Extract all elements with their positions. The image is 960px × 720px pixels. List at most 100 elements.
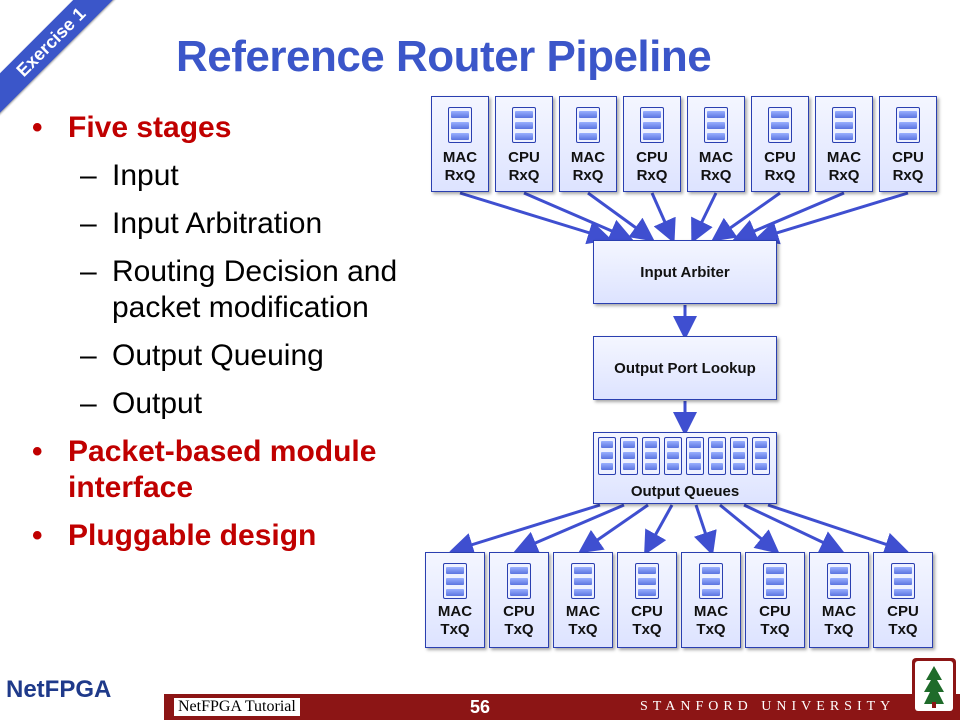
queue-icon xyxy=(768,107,792,143)
queue-slot xyxy=(515,122,533,129)
sub-bullet-text: Output Queuing xyxy=(112,339,324,372)
queue-slot xyxy=(601,441,613,448)
rx-queue-label-top: MAC xyxy=(442,149,478,166)
queue-slot xyxy=(830,578,848,585)
queue-slot xyxy=(711,441,723,448)
output-queue-icon xyxy=(620,437,638,475)
queue-slot xyxy=(638,567,656,574)
tx-queue-label-top: CPU xyxy=(503,603,535,620)
queue-slot xyxy=(733,463,745,470)
queue-slot xyxy=(771,122,789,129)
footer-tutorial: NetFPGA Tutorial xyxy=(174,698,300,716)
tx-queue-label-bottom: TxQ xyxy=(760,621,790,638)
rx-to-arbiter-arrow xyxy=(459,191,612,245)
queue-slot xyxy=(689,463,701,470)
queue-slot xyxy=(899,111,917,118)
queues-to-tx-arrow xyxy=(644,504,674,556)
queue-slot xyxy=(711,463,723,470)
tx-queue-label-bottom: TxQ xyxy=(632,621,662,638)
netfpga-logo-text: NetFPGA xyxy=(6,676,112,703)
tree-icon xyxy=(915,661,953,711)
sub-bullet-text: Input xyxy=(112,159,179,192)
tx-queue-label-top: MAC xyxy=(437,603,473,620)
rx-to-arbiter-arrow xyxy=(523,191,634,242)
queue-slot xyxy=(707,122,725,129)
queue-slot xyxy=(755,463,767,470)
output-queue-icon xyxy=(686,437,704,475)
queues-to-tx-arrow xyxy=(719,503,780,554)
rx-queue-label-bottom: RxQ xyxy=(444,167,476,184)
queue-icon xyxy=(635,563,659,599)
bullet-dot: • xyxy=(32,519,43,552)
queue-slot xyxy=(894,567,912,574)
queue-icon xyxy=(512,107,536,143)
queue-icon xyxy=(507,563,531,599)
queue-icon xyxy=(443,563,467,599)
queue-slot xyxy=(515,133,533,140)
queue-slot xyxy=(451,122,469,129)
bullet-list: • Five stages –Input –Input Arbitration … xyxy=(32,110,502,566)
queue-slot xyxy=(707,133,725,140)
queue-icon xyxy=(763,563,787,599)
tx-queue-label-top: MAC xyxy=(565,603,601,620)
queue-slot xyxy=(446,567,464,574)
queue-slot xyxy=(835,133,853,140)
queue-slot xyxy=(733,452,745,459)
output-queue-icon xyxy=(730,437,748,475)
bullet-dot: • xyxy=(32,111,43,144)
queue-slot xyxy=(755,441,767,448)
rx-queue-label-top: CPU xyxy=(892,149,924,166)
queue-slot xyxy=(702,567,720,574)
page-number: 56 xyxy=(470,697,491,717)
rx-queue-label-bottom: RxQ xyxy=(636,167,668,184)
queue-icon xyxy=(576,107,600,143)
sub-bullet-input: –Input xyxy=(80,159,179,192)
queue-slot xyxy=(510,589,528,596)
stanford-tree-logo xyxy=(912,658,956,714)
rx-queue-label-top: MAC xyxy=(570,149,606,166)
rx-to-arbiter-arrow xyxy=(587,191,655,242)
rx-queue-label-top: MAC xyxy=(826,149,862,166)
bullet-text: Packet-based module interface xyxy=(68,435,377,504)
tx-queue-label-bottom: TxQ xyxy=(568,621,598,638)
rx-queue-label-bottom: RxQ xyxy=(764,167,796,184)
queue-slot xyxy=(645,441,657,448)
tx-queue-label-top: CPU xyxy=(759,603,791,620)
queue-slot xyxy=(574,567,592,574)
tx-queue-label-bottom: TxQ xyxy=(888,621,918,638)
queue-slot xyxy=(830,567,848,574)
sub-bullet-text: Routing Decision and packet modification xyxy=(112,255,398,324)
queue-slot xyxy=(579,111,597,118)
tx-queue-label-top: CPU xyxy=(887,603,919,620)
queue-slot xyxy=(643,122,661,129)
output-port-lookup-label: Output Port Lookup xyxy=(614,360,756,377)
queue-slot xyxy=(702,578,720,585)
queues-to-tx-arrow xyxy=(693,504,717,556)
queue-slot xyxy=(667,463,679,470)
queues-to-tx-arrow xyxy=(767,503,909,556)
rx-queue-label-bottom: RxQ xyxy=(572,167,604,184)
stanford-university: STANFORD UNIVERSITY xyxy=(640,699,896,714)
rx-to-arbiter-arrow xyxy=(711,191,781,242)
queue-slot xyxy=(643,133,661,140)
bullet-packet-based: • Packet-based module interface xyxy=(32,434,488,506)
input-arbiter-label: Input Arbiter xyxy=(640,264,730,281)
queue-slot xyxy=(645,463,657,470)
sub-bullet-routing-decision: –Routing Decision and packet modificatio… xyxy=(80,255,398,324)
queue-slot xyxy=(623,463,635,470)
tx-queue-label-bottom: TxQ xyxy=(824,621,854,638)
queues-to-tx-arrow xyxy=(513,503,625,554)
queue-icon xyxy=(832,107,856,143)
queue-slot xyxy=(689,441,701,448)
queue-icon xyxy=(704,107,728,143)
queue-slot xyxy=(689,452,701,459)
queue-slot xyxy=(645,452,657,459)
output-queues-label: Output Queues xyxy=(630,483,740,500)
